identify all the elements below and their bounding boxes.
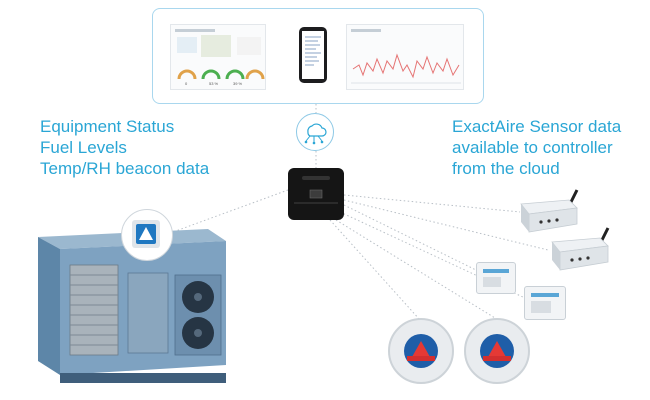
sensor-labels: ExactAire Sensor data available to contr… (452, 116, 621, 179)
link-controller-disk-2 (335, 219, 496, 319)
dashboard-map (201, 35, 231, 57)
wired-sensor-2 (524, 286, 566, 320)
phone-screen-lines (305, 36, 321, 66)
cloud-network-icon (296, 113, 334, 151)
gauge-4-icon (245, 69, 265, 80)
label-fuel-levels: Fuel Levels (40, 138, 127, 157)
dashboard-title-bar (175, 29, 215, 32)
trend-line (351, 53, 461, 84)
gauge-3-icon (225, 69, 245, 80)
link-controller-disk-1 (329, 219, 421, 321)
gauge-value-3: 39 % (233, 81, 243, 86)
link-controller-sensor-3 (343, 204, 477, 271)
warning-icon (412, 341, 430, 357)
label-equipment-status: Equipment Status (40, 117, 175, 136)
link-controller-sensor-1 (343, 194, 521, 213)
dashboard-screenshot: 0 53 % 39 % (170, 24, 266, 90)
unit-base (60, 373, 226, 383)
gauge-1-icon (177, 69, 197, 80)
wired-sensor-1 (476, 262, 516, 294)
unit-panel (127, 272, 169, 354)
gauge-value-1: 0 (185, 81, 188, 86)
equipment-labels: Equipment Status Fuel Levels Temp/RH bea… (40, 116, 209, 179)
chart-title-bar (351, 29, 381, 32)
equipment-unit (38, 229, 226, 383)
gauge-2-icon (201, 69, 221, 80)
warning-icon (488, 341, 506, 357)
phone-screen (302, 31, 324, 79)
gauge-value-2: 53 % (209, 81, 219, 86)
phone-screenshot (299, 27, 327, 83)
controller-icon (288, 158, 344, 220)
unit-louver (69, 264, 119, 356)
label-available: available to controller (452, 138, 613, 157)
label-temp-rh: Temp/RH beacon data (40, 159, 210, 178)
disk-sensor-1 (388, 318, 454, 384)
trend-chart-screenshot (346, 24, 464, 90)
label-exactaire: ExactAire Sensor data (452, 117, 622, 136)
wireless-sensor-2 (551, 227, 610, 271)
link-controller-beacon (172, 189, 289, 233)
dashboard-chart (237, 37, 261, 55)
label-cloud: from the cloud (452, 159, 560, 178)
wireless-sensor-1 (520, 189, 579, 233)
dashboard-stat-card (177, 37, 197, 53)
dashboard-gauges (177, 69, 265, 80)
link-controller-sensor-2 (343, 199, 549, 251)
disk-sensor-2 (464, 318, 530, 384)
unit-side (38, 237, 60, 375)
beacon (121, 209, 173, 261)
